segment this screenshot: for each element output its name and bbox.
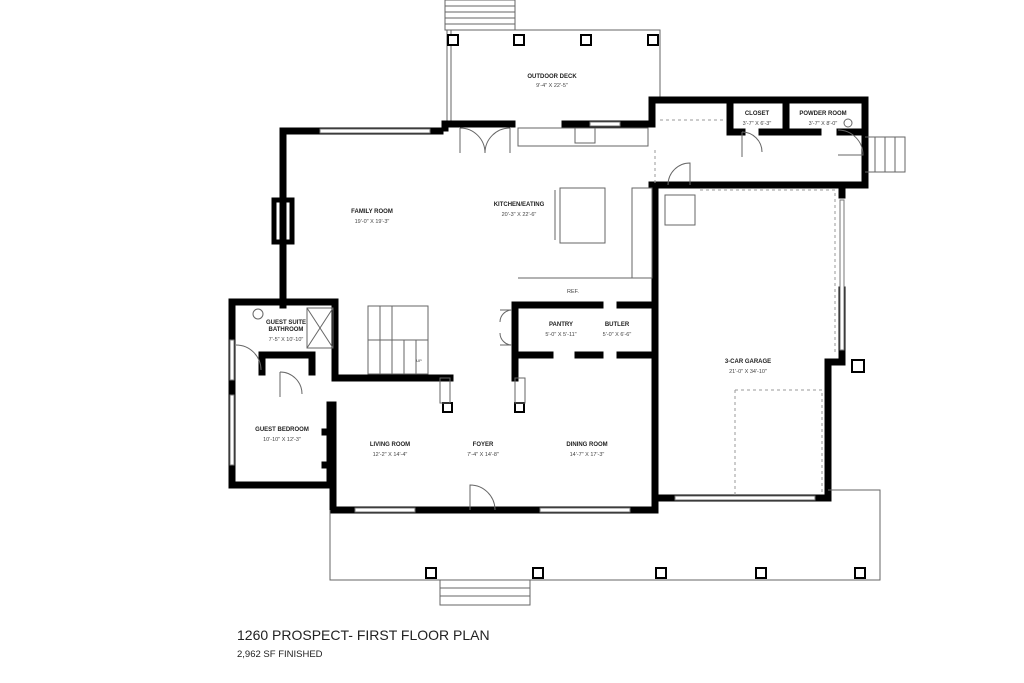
room-name-dining-room: DINING ROOM [566, 442, 607, 448]
room-name-guest-bath: GUEST SUITE [266, 320, 306, 326]
room-dims-kitchen: 20'-3" X 22'-6" [502, 212, 537, 218]
stair-label: UP [416, 358, 422, 363]
room-dims-dining-room: 14'-7" X 17'-3" [570, 452, 605, 458]
ref-label: REF. [567, 289, 579, 295]
front-porch [329, 489, 881, 606]
room-dims-pantry: 5'-0" X 5'-11" [545, 332, 576, 338]
room-name-outdoor-deck: OUTDOOR DECK [527, 74, 577, 80]
room-name-garage: 3-CAR GARAGE [725, 359, 771, 365]
doors [235, 127, 864, 511]
columns [439, 359, 865, 413]
room-name-kitchen: KITCHEN/EATING [494, 202, 545, 208]
room-name-butler: BUTLER [605, 322, 630, 328]
garage-details [654, 119, 836, 495]
room-name-guest-bath-2: BATHROOM [269, 327, 304, 333]
room-dims-outdoor-deck: 9'-4" X 22'-5" [536, 83, 568, 89]
room-dims-family-room: 19'-0" X 19'-3" [355, 219, 390, 225]
kitchen-fixtures [517, 127, 653, 279]
windows [229, 121, 845, 513]
room-dims-living-room: 12'-2" X 14'-4" [373, 452, 408, 458]
room-dims-garage: 21'-0" X 34'-10" [729, 369, 767, 375]
room-name-powder-room: POWDER ROOM [799, 111, 846, 117]
room-dims-butler: 5'-0" X 6'-6" [603, 332, 632, 338]
plan-subtitle: 2,962 SF FINISHED [237, 649, 323, 660]
room-dims-powder-room: 3'-7" X 8'-0" [809, 121, 838, 127]
room-name-living-room: LIVING ROOM [370, 442, 410, 448]
room-name-closet: CLOSET [745, 111, 770, 117]
room-dims-guest-bedroom: 10'-10" X 12'-3" [263, 437, 301, 443]
walls [228, 96, 869, 514]
room-dims-guest-bath: 7'-5" X 10'-10" [269, 337, 304, 343]
room-name-guest-bedroom: GUEST BEDROOM [255, 427, 309, 433]
room-dims-closet: 3'-7" X 6'-3" [743, 121, 772, 127]
room-name-pantry: PANTRY [549, 322, 573, 328]
room-name-family-room: FAMILY ROOM [351, 209, 393, 215]
room-labels: OUTDOOR DECK 9'-4" X 22'-5" CLOSET 3'-7"… [255, 74, 847, 458]
plan-title: 1260 PROSPECT- FIRST FLOOR PLAN [237, 627, 490, 643]
entry-stairs [843, 118, 906, 173]
deck-posts [447, 34, 659, 46]
room-dims-foyer: 7'-4" X 14'-8" [467, 452, 499, 458]
interior-stair [252, 305, 429, 375]
deck-stairs [444, 0, 516, 31]
room-name-foyer: FOYER [473, 442, 494, 448]
